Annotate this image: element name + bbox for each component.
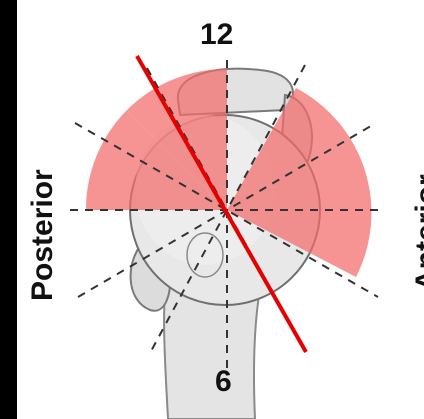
label-posterior: Posterior — [28, 169, 58, 301]
label-anterior: Anterior — [412, 174, 424, 291]
label-6-oclock: 6 — [215, 367, 232, 397]
label-12-oclock: 12 — [200, 20, 233, 50]
